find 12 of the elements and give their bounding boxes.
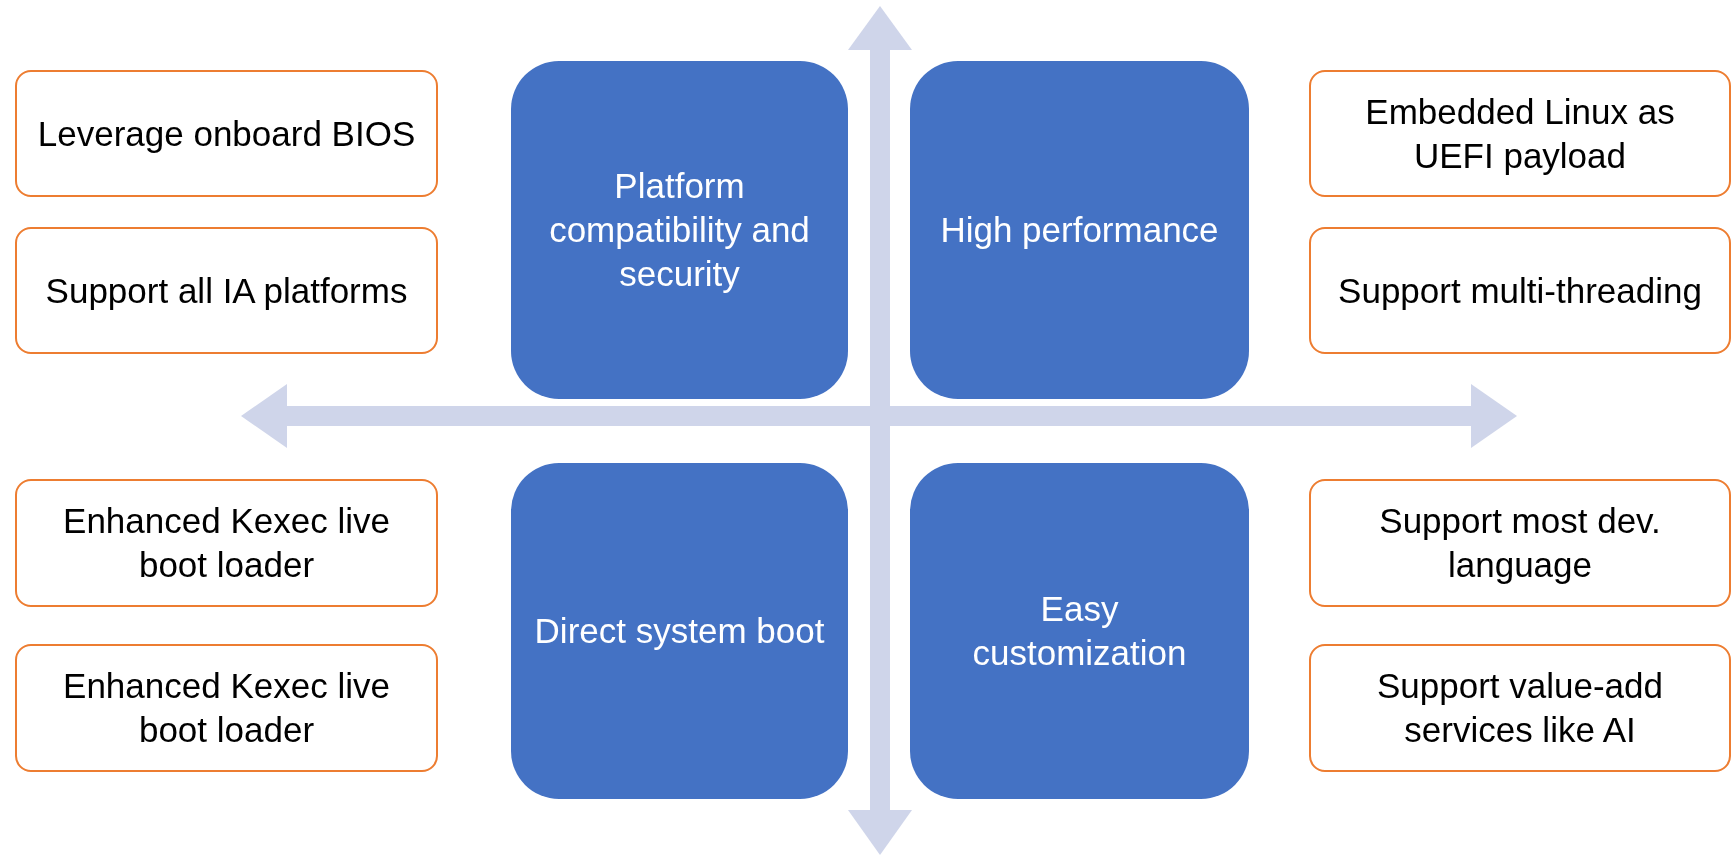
quadrant-tile: High performance [910,61,1249,399]
feature-box: Support multi-threading [1309,227,1731,354]
feature-box: Enhanced Kexec live boot loader [15,644,438,772]
quadrant-tile: Direct system boot [511,463,848,799]
quadrant-tile: Easy customization [910,463,1249,799]
feature-box: Embedded Linux as UEFI payload [1309,70,1731,197]
feature-box: Support value-add services like AI [1309,644,1731,772]
feature-box: Support most dev. language [1309,479,1731,607]
feature-box: Enhanced Kexec live boot loader [15,479,438,607]
quadrant-tile: Platform compatibility and security [511,61,848,399]
feature-box: Support all IA platforms [15,227,438,354]
feature-box: Leverage onboard BIOS [15,70,438,197]
